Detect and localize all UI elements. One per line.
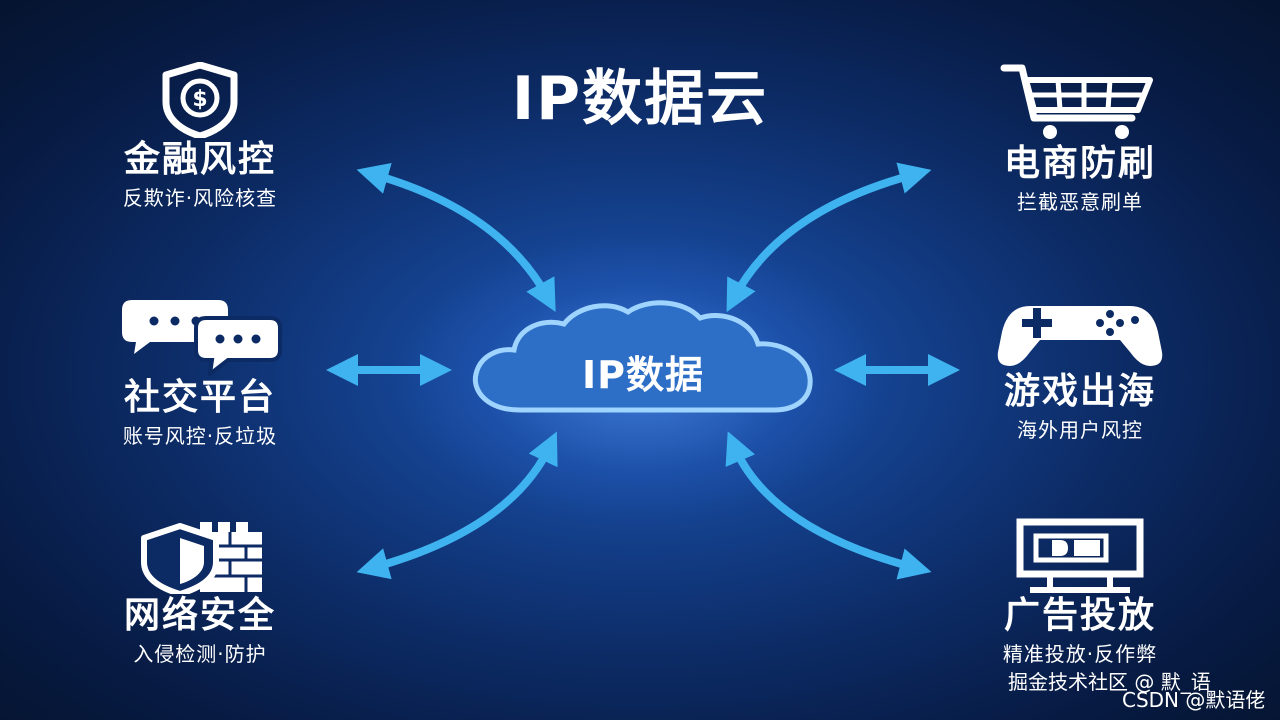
node-finance: $ 金融风控 反欺诈·风险核查 [60,62,340,212]
cloud-icon [472,300,813,413]
center-cloud: IP数据 [468,296,818,416]
watermark-line2: CSDN @默语佬 [1122,688,1266,712]
shopping-cart-icon [1000,64,1153,139]
arrow-security [356,431,558,580]
billboard-icon [1016,518,1144,593]
firewall-shield-icon [141,522,262,594]
node-ads-label: 广告投放 [1003,595,1156,636]
svg-text:$: $ [192,87,207,112]
node-social-sub: 账号风控·反垃圾 [122,424,278,448]
node-security-sub: 入侵检测·防护 [133,642,267,666]
center-label: IP数据 [582,353,704,397]
node-security: 网络安全 入侵检测·防护 [60,518,340,668]
node-finance-label: 金融风控 [123,139,276,180]
node-ecommerce: 电商防刷 拦截恶意刷单 [940,62,1220,216]
watermark: 掘金技术社区 @ 默_语 CSDN @默语佬 [1008,670,1276,714]
node-gaming-label: 游戏出海 [1003,371,1156,412]
node-finance-sub: 反欺诈·风险核查 [122,186,278,210]
node-social-label: 社交平台 [123,377,276,418]
node-gaming-sub: 海外用户风控 [1017,418,1143,442]
node-ads: 广告投放 精准投放·反作弊 [940,518,1220,668]
watermark-line1: 掘金技术社区 @ 默_语 [1008,670,1211,694]
chat-bubbles-icon [122,300,282,376]
node-ecommerce-label: 电商防刷 [1003,143,1156,184]
arrow-ads [725,431,932,580]
node-security-label: 网络安全 [123,595,276,636]
page-title: IP数据云 [511,64,769,134]
node-social: 社交平台 账号风控·反垃圾 [60,296,340,450]
gamepad-icon [997,306,1163,366]
arrow-finance [356,162,556,313]
arrow-ecommerce [726,162,932,313]
shield-dollar-icon: $ [162,62,238,138]
node-ads-sub: 精准投放·反作弊 [1002,642,1158,666]
node-gaming: 游戏出海 海外用户风控 [940,300,1220,444]
node-ecommerce-sub: 拦截恶意刷单 [1017,190,1143,214]
